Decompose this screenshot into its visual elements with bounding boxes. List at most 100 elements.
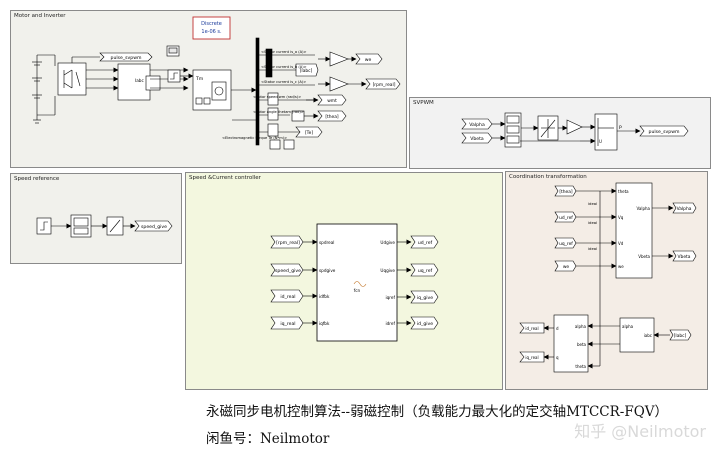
iabc-tag-text: [Iabc] — [300, 68, 313, 74]
id-real-goto-tag[interactable] — [519, 322, 545, 334]
te-goto-tag[interactable] — [295, 126, 323, 138]
ramp-block[interactable] — [106, 216, 124, 236]
valpha-in-text: Valpha — [469, 122, 485, 128]
theta-from-tag[interactable] — [554, 185, 577, 197]
signal-wm: <Rotor speed wm (rad/s)> — [253, 95, 301, 99]
gain-block-rpm[interactable] — [329, 76, 349, 92]
pwm-generator-block[interactable] — [594, 113, 618, 151]
inv-park-block[interactable] — [615, 182, 653, 279]
rpm-real-goto-tag[interactable] — [365, 78, 401, 90]
gain-block-we[interactable] — [329, 51, 349, 67]
pulse-svpwm-goto-tag[interactable] — [639, 125, 689, 137]
coord-labels: [thea] ud_ref uq_ref we theta Vq Vd we i… — [525, 189, 691, 369]
port-alpha-text: alpha — [575, 324, 587, 329]
valpha-out-text: Valpha — [677, 206, 692, 212]
te-tag-text: [Te] — [305, 130, 313, 136]
coord-group — [519, 182, 697, 373]
scope-block-bottom[interactable] — [269, 139, 295, 150]
pmsm-motor-block[interactable] — [192, 69, 232, 111]
port-we-text: we — [618, 264, 624, 269]
port-vq-text: Vq — [618, 215, 624, 220]
controller-group — [270, 223, 439, 342]
ud-in-text: ud_ref — [559, 215, 573, 221]
signal-ia: <Stator current is_a (A)> — [261, 50, 307, 54]
vbeta-goto-tag[interactable] — [672, 250, 697, 262]
clarke-block[interactable] — [619, 317, 655, 353]
out3-text: iq_give — [417, 295, 433, 301]
mux-iabc-block[interactable] — [265, 48, 279, 137]
ideal-label-3: ideal — [588, 246, 597, 251]
inverter-bridge-block[interactable] — [57, 62, 87, 96]
in3-text: id_real — [280, 294, 295, 300]
iq-real-goto-tag[interactable] — [519, 351, 545, 363]
wmt-goto-tag[interactable] — [317, 94, 347, 106]
port-out3-text: iqref — [385, 295, 395, 300]
sector-calc-block[interactable] — [504, 112, 522, 148]
uq-ref-from-tag[interactable] — [554, 237, 577, 249]
uq-in-text: uq_ref — [559, 241, 573, 247]
iq-real-from-tag[interactable] — [270, 316, 304, 330]
area-title: Coordination transformation — [509, 174, 587, 180]
speed-step-block[interactable] — [36, 217, 52, 235]
port-theta-text: theta — [618, 189, 629, 194]
signal-theta: <Rotor angle thetam (rad)> — [253, 110, 304, 114]
caption-contact: 闲鱼号：Neilmotor — [206, 431, 330, 447]
motor-inverter-group — [32, 16, 401, 150]
iabc-from-tag[interactable] — [669, 329, 692, 341]
dc-source-block[interactable] — [32, 54, 56, 124]
three-phase-measurement-block[interactable] — [117, 63, 161, 101]
port-q-text: q — [556, 355, 559, 360]
ideal-label-1: ideal — [588, 201, 597, 206]
speed-give-from-tag[interactable] — [270, 263, 304, 277]
valpha-goto-tag[interactable] — [672, 202, 697, 214]
svpwm-gain-block[interactable] — [566, 119, 583, 135]
bus-selector-bar[interactable] — [255, 37, 260, 146]
id-give-goto-tag[interactable] — [410, 316, 439, 330]
iabc-label: Iabc — [135, 78, 144, 83]
clarke-iabc-text: iabc — [644, 333, 652, 338]
pulse-svpwm-out-text: pulse_svpwm — [649, 129, 680, 135]
matlab-function-block[interactable] — [316, 223, 398, 342]
port-vd-text: Vd — [618, 241, 624, 246]
tm-label: Tm — [195, 76, 204, 82]
lookup-block[interactable] — [537, 115, 559, 141]
uq-ref-goto-tag[interactable] — [410, 263, 439, 277]
fcn-text: fcn — [354, 288, 361, 293]
speed-give-goto-tag[interactable] — [134, 220, 173, 232]
rpm-real-from-tag[interactable] — [270, 235, 304, 249]
park-block[interactable] — [553, 314, 589, 373]
ud-ref-goto-tag[interactable] — [410, 235, 439, 249]
svpwm-group — [461, 112, 689, 151]
scope-block-top[interactable] — [166, 45, 180, 57]
valpha-from-tag[interactable] — [461, 118, 493, 130]
id-real-from-tag[interactable] — [270, 289, 304, 303]
area-title: Motor and Inverter — [14, 13, 66, 19]
port-p-text: P — [619, 125, 622, 131]
we-goto-tag[interactable] — [355, 53, 383, 65]
pulse-svpwm-from-tag[interactable] — [99, 52, 153, 62]
port-u-text: U — [599, 139, 602, 144]
rate-limiter-block[interactable] — [70, 214, 92, 238]
load-torque-step-block[interactable] — [167, 69, 181, 83]
port-in4-text: iqfbk — [319, 321, 330, 326]
vbeta-from-tag[interactable] — [461, 132, 493, 144]
iabc-goto-tag[interactable] — [295, 63, 319, 77]
in1-text: [rpm_real] — [276, 240, 300, 246]
in2-text: speed_give — [275, 268, 301, 274]
speed-give-out-text: speed_give — [141, 224, 167, 230]
wmt-tag-text: wmt — [327, 98, 337, 104]
powergui-discrete-block[interactable] — [192, 16, 231, 40]
rpm-tag-text: [rpm_real] — [373, 82, 396, 88]
port-vbeta-text: Vbeta — [638, 254, 650, 259]
ud-ref-from-tag[interactable] — [554, 211, 577, 223]
svpwm-labels: Valpha Vbeta P U pulse_svpwm — [469, 122, 680, 144]
port-theta2-text: theta — [575, 364, 586, 369]
port-out4-text: idref — [385, 321, 395, 326]
caption-title: 永磁同步电机控制算法--弱磁控制（负载能力最大化的定交轴MTCCR-FQV） — [206, 404, 669, 420]
theta-goto-tag[interactable] — [317, 110, 347, 122]
fcn-icon — [353, 281, 367, 287]
pulse-svpwm-label: pulse_svpwm — [111, 55, 142, 61]
iq-give-goto-tag[interactable] — [410, 290, 439, 304]
we-from-tag[interactable] — [554, 260, 577, 272]
